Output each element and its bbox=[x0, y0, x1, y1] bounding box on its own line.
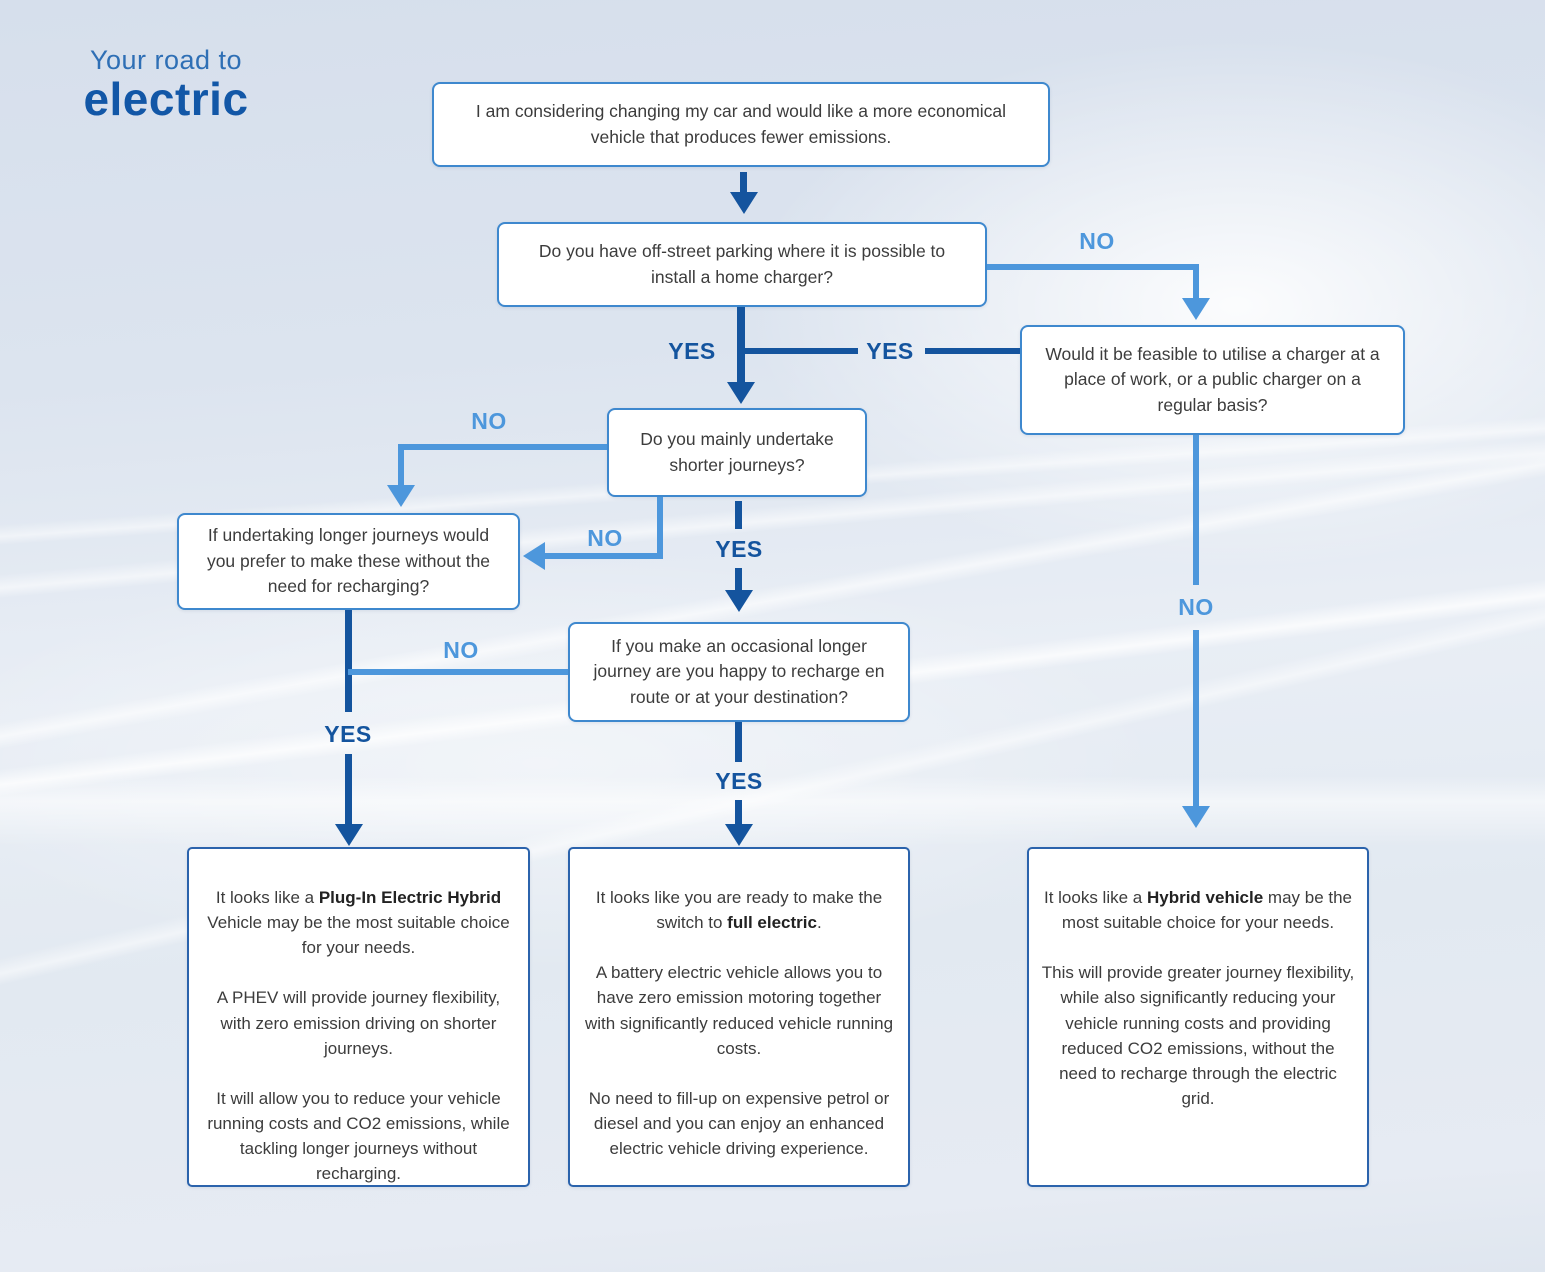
node-longer-journeys-text: If undertaking longer journeys would you… bbox=[206, 525, 491, 597]
node-offstreet-parking-text: Do you have off-street parking where it … bbox=[538, 241, 946, 287]
result-phev-p1-post: Vehicle may be the most suitable choice … bbox=[207, 913, 510, 958]
edge-label-longer-yes: YES bbox=[324, 721, 372, 747]
connector-shorter-yes-arrowhead bbox=[725, 590, 753, 612]
edge-label-occasional-no: NO bbox=[443, 637, 479, 663]
connector-parking-no-hline bbox=[987, 264, 1199, 270]
connector-parking-yes-arrowhead bbox=[727, 382, 755, 404]
connector-work-no-vline-top bbox=[1193, 435, 1199, 585]
connector-occasional-no-hline bbox=[348, 669, 568, 675]
connector-parking-yes-vline bbox=[737, 307, 745, 384]
result-hybrid: It looks like a Hybrid vehicle may be th… bbox=[1027, 847, 1369, 1187]
connector-longer-yes-vline-top bbox=[345, 610, 352, 712]
result-hybrid-p1-bold: Hybrid vehicle bbox=[1146, 888, 1264, 907]
connector-shorter-yes-vline bbox=[735, 568, 742, 593]
node-offstreet-parking: Do you have off-street parking where it … bbox=[497, 222, 987, 307]
result-phev: It looks like a Plug-In Electric Hybrid … bbox=[187, 847, 530, 1187]
edge-label-shorter-yes: YES bbox=[715, 536, 763, 562]
connector-start-parking-arrowhead bbox=[730, 192, 758, 214]
result-hybrid-p2: This will provide greater journey flexib… bbox=[1041, 963, 1355, 1109]
result-full-electric: It looks like you are ready to make the … bbox=[568, 847, 910, 1187]
logo-tagline: Your road to bbox=[89, 45, 243, 75]
edge-label-occasional-yes: YES bbox=[715, 768, 763, 794]
result-full-electric-p1-post: . bbox=[816, 913, 822, 933]
result-phev-p2: A PHEV will provide journey flexibility,… bbox=[216, 988, 501, 1058]
connector-shorter-no-left-vline bbox=[398, 444, 404, 487]
connector-work-no-vline-bottom bbox=[1193, 630, 1199, 808]
connector-occasional-yes-vline-bottom bbox=[735, 800, 742, 826]
result-full-electric-p1: It looks like you are ready to make the … bbox=[582, 885, 896, 935]
result-full-electric-p1-bold: full electric bbox=[727, 913, 817, 933]
node-work-charger-text: Would it be feasible to utilise a charge… bbox=[1045, 343, 1380, 415]
connector-parking-no-arrowhead bbox=[1182, 298, 1210, 320]
result-hybrid-p1-post: may be the most suitable choice for your… bbox=[1061, 888, 1353, 933]
result-phev-p1-pre: It looks like a bbox=[215, 888, 319, 907]
connector-occasional-yes-arrowhead bbox=[725, 824, 753, 846]
connector-longer-yes-vline-bottom bbox=[345, 754, 352, 826]
logo-title: electric bbox=[83, 72, 249, 125]
node-occasional-journey: If you make an occasional longer journey… bbox=[568, 622, 910, 722]
connector-shorter-yes-dash bbox=[735, 501, 742, 529]
connector-longer-yes-arrowhead bbox=[335, 824, 363, 846]
connector-shorter-no-bottom-arrowhead bbox=[523, 542, 545, 570]
result-phev-p3: It will allow you to reduce your vehicle… bbox=[207, 1088, 510, 1184]
connector-shorter-no-left-hline bbox=[398, 444, 607, 450]
connector-start-parking-line bbox=[740, 172, 747, 194]
node-start: I am considering changing my car and wou… bbox=[432, 82, 1050, 167]
result-hybrid-p1: It looks like a Hybrid vehicle may be th… bbox=[1041, 885, 1355, 935]
edge-label-shorter-no-left: NO bbox=[471, 408, 507, 434]
connector-work-yes-hline-right bbox=[925, 348, 1020, 354]
result-phev-p1: It looks like a Plug-In Electric Hybrid … bbox=[201, 885, 516, 960]
connector-shorter-no-bottom-vline bbox=[657, 497, 663, 559]
node-start-text: I am considering changing my car and wou… bbox=[475, 101, 1007, 147]
edge-label-work-no: NO bbox=[1178, 594, 1214, 620]
connector-work-yes-hline-left bbox=[745, 348, 858, 354]
connector-shorter-no-bottom-hline bbox=[543, 553, 663, 559]
node-shorter-journeys: Do you mainly undertake shorter journeys… bbox=[607, 408, 867, 497]
connector-shorter-no-left-arrowhead bbox=[387, 485, 415, 507]
edge-label-work-yes: YES bbox=[866, 338, 914, 364]
connector-work-no-arrowhead bbox=[1182, 806, 1210, 828]
node-work-charger: Would it be feasible to utilise a charge… bbox=[1020, 325, 1405, 435]
result-hybrid-p1-pre: It looks like a bbox=[1043, 888, 1147, 907]
result-full-electric-p3: No need to fill-up on expensive petrol o… bbox=[588, 1088, 890, 1159]
result-full-electric-p1-pre: It looks like you are ready to make the … bbox=[595, 888, 883, 933]
result-phev-p1-bold: Plug-In Electric Hybrid bbox=[318, 888, 502, 907]
edge-label-shorter-no-bottom: NO bbox=[587, 525, 623, 551]
connector-occasional-yes-vline-top bbox=[735, 722, 742, 762]
node-shorter-journeys-text: Do you mainly undertake shorter journeys… bbox=[640, 429, 834, 475]
node-longer-journeys: If undertaking longer journeys would you… bbox=[177, 513, 520, 610]
connector-parking-no-vline bbox=[1193, 264, 1199, 300]
node-occasional-journey-text: If you make an occasional longer journey… bbox=[593, 635, 885, 707]
result-full-electric-p2: A battery electric vehicle allows you to… bbox=[584, 963, 894, 1058]
edge-label-parking-yes: YES bbox=[668, 338, 716, 364]
brand-logo: Your road to electric bbox=[58, 45, 274, 125]
edge-label-parking-no: NO bbox=[1079, 228, 1115, 254]
